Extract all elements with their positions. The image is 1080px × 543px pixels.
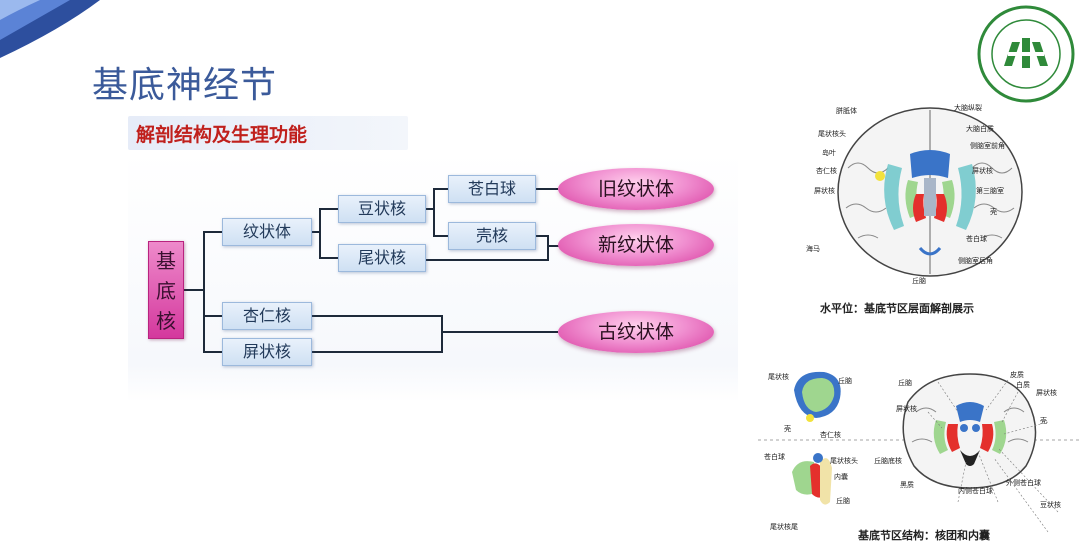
root-char-3: 核 (156, 309, 176, 333)
label-substantia-nigra: 黑质 (900, 481, 914, 489)
oval-neostriatum: 新纹状体 (558, 224, 714, 266)
label-putamen-2: 壳 (1040, 417, 1047, 425)
node-globus-pallidus: 苍白球 (448, 175, 536, 203)
label-putamen-1: 壳 (784, 425, 791, 433)
label-caudate: 尾状核 (768, 373, 789, 381)
label-white-matter: 大脑白质 (966, 125, 994, 133)
label-thalamus-1: 丘脑 (838, 377, 852, 385)
label-hippocampus: 海马 (806, 245, 820, 253)
nuclei-capsule-figure (758, 371, 1080, 533)
label-thalamus-top: 丘脑 (912, 277, 926, 285)
corner-decoration (0, 0, 100, 58)
label-globus-pallidus-2: 苍白球 (764, 453, 785, 461)
label-globus-pallidus: 苍白球 (966, 235, 987, 243)
label-thalamus-2: 丘脑 (836, 497, 850, 505)
label-claustrum-2: 屏状核 (896, 405, 917, 413)
label-third-ventricle: 第三脑室 (976, 187, 1004, 195)
label-internal-capsule: 内囊 (834, 473, 848, 481)
label-caudate-head-2: 尾状核头 (830, 457, 858, 465)
label-subthalamic: 丘脑底核 (874, 457, 902, 465)
hospital-logo (977, 5, 1075, 103)
label-insula: 岛叶 (822, 149, 836, 157)
oval-paleostriatum: 旧纹状体 (558, 168, 714, 210)
label-claustrum-left: 屏状核 (814, 187, 835, 195)
label-putamen: 壳 (990, 208, 997, 216)
label-anterior-horn: 侧脑室前角 (970, 142, 1005, 150)
label-white-matter-2: 白质 (1016, 381, 1030, 389)
label-thalamus-3: 丘脑 (898, 379, 912, 387)
node-caudate: 尾状核 (338, 244, 426, 272)
caption-horizontal-section: 水平位：基底节区层面解剖展示 (820, 302, 974, 315)
node-striatum: 纹状体 (222, 218, 312, 246)
caption-nuclei-capsule: 基底节区结构：核团和内囊 (858, 529, 990, 542)
node-amygdala: 杏仁核 (222, 302, 312, 330)
label-lentiform: 豆状核 (1040, 501, 1061, 509)
slide-title: 基底神经节 (92, 65, 278, 106)
label-caudate-head: 尾状核头 (818, 130, 846, 138)
slide-subtitle: 解剖结构及生理功能 (136, 124, 308, 146)
label-cortex: 皮质 (1010, 371, 1024, 379)
root-char-2: 底 (156, 279, 176, 303)
label-corpus-callosum: 胼胝体 (836, 107, 857, 115)
horizontal-section-figure (837, 107, 1023, 277)
root-char-1: 基 (156, 249, 176, 273)
label-longitudinal-fissure: 大脑纵裂 (954, 104, 982, 112)
label-claustrum-3: 屏状核 (1036, 389, 1057, 397)
label-claustrum-right: 屏状核 (972, 167, 993, 175)
root-node-basal-nuclei: 基 底 核 (148, 241, 184, 339)
oval-archistriatum: 古纹状体 (558, 311, 714, 353)
node-putamen: 壳核 (448, 222, 536, 250)
label-caudate-tail: 尾状核尾 (770, 523, 798, 531)
node-lentiform: 豆状核 (338, 195, 426, 223)
label-amygdala: 杏仁核 (816, 167, 837, 175)
label-posterior-horn: 侧脑室后角 (958, 257, 993, 265)
subtitle-bar (128, 116, 408, 150)
label-lateral-pallidus: 外侧苍白球 (1006, 479, 1041, 487)
node-claustrum: 屏状核 (222, 338, 312, 366)
label-medial-pallidus: 内侧苍白球 (958, 487, 993, 495)
label-amygdala-2: 杏仁核 (820, 431, 841, 439)
